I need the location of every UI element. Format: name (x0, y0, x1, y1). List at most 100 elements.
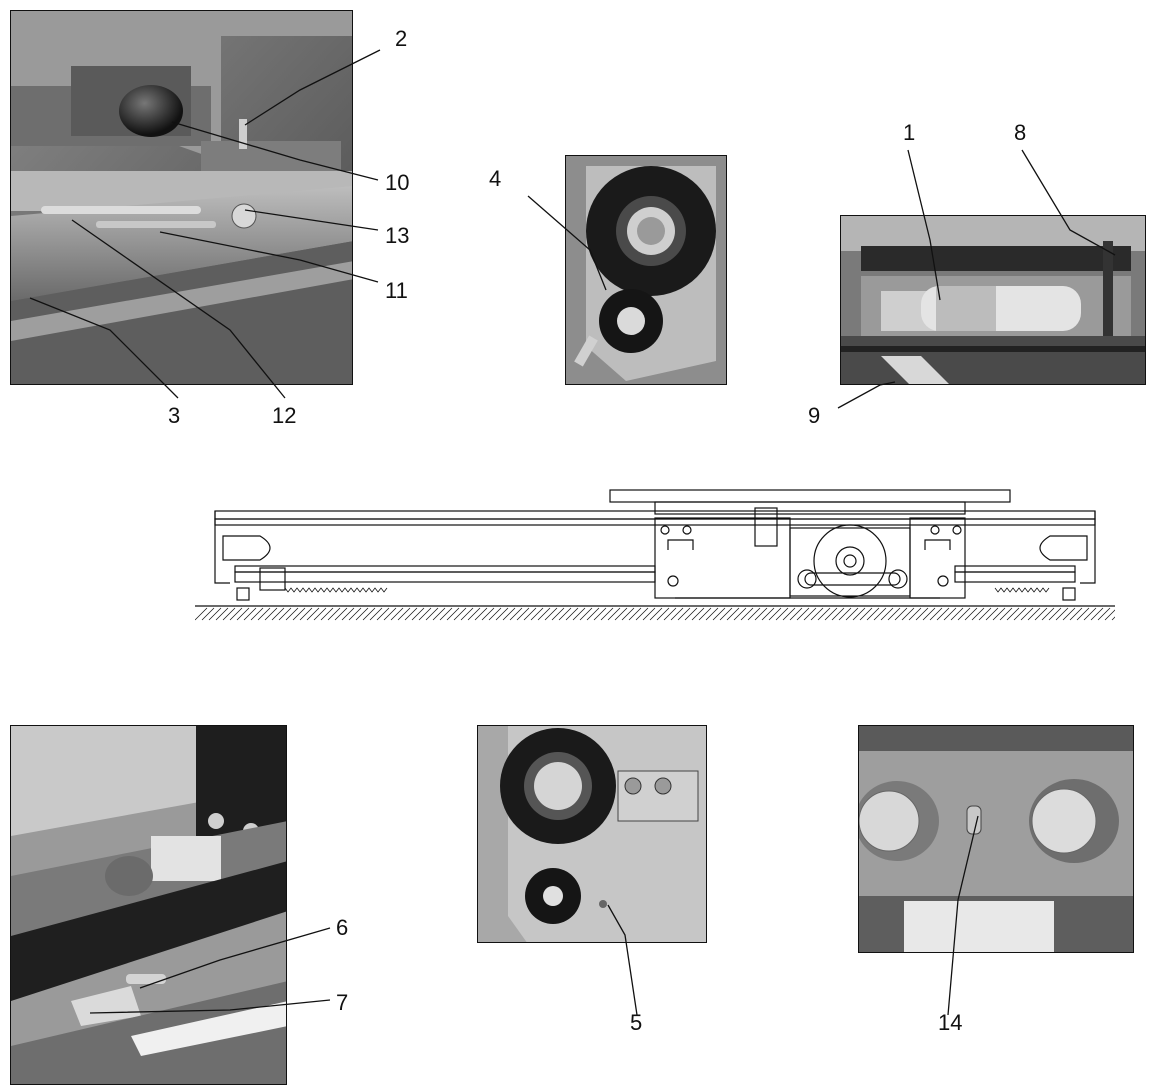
ground-hatch-line (992, 607, 1006, 621)
ground-hatch-line (1111, 616, 1115, 621)
ground-hatch-line (957, 607, 971, 621)
ground-hatch-line (971, 607, 985, 621)
ground-hatch-line (334, 607, 348, 621)
leader-5 (607, 904, 638, 1016)
ground-hatch-line (530, 607, 544, 621)
leader-8 (1021, 149, 1116, 256)
ground-hatch-line (397, 607, 411, 621)
ground-hatch-line (285, 607, 299, 621)
ground-hatch-line (796, 607, 810, 621)
ground-hatch-line (537, 607, 551, 621)
ground-hatch-line (222, 607, 236, 621)
ground-hatch-line (411, 607, 425, 621)
ground-hatch-line (1097, 607, 1111, 621)
ground-hatch-line (824, 607, 838, 621)
ground-hatch-line (432, 607, 446, 621)
ground-hatch-line (614, 607, 628, 621)
ground-hatch-line (474, 607, 488, 621)
callout-8: 8 (1014, 120, 1027, 145)
ground-hatch-line (922, 607, 936, 621)
ground-hatch-line (488, 607, 502, 621)
ground-hatch-line (859, 607, 873, 621)
ground-hatch-line (985, 607, 999, 621)
ground-hatch-line (292, 607, 306, 621)
ground-hatch-line (656, 607, 670, 621)
ground-hatch-line (999, 607, 1013, 621)
ground-hatch-line (481, 607, 495, 621)
ground-hatch-line (684, 607, 698, 621)
leader-13 (244, 209, 379, 231)
callout-4: 4 (489, 166, 502, 191)
photo-rack-detail (10, 725, 287, 1085)
ground-hatch-line (306, 607, 320, 621)
ground-hatch-line (789, 607, 803, 621)
ground-hatch-line (1013, 607, 1027, 621)
leader-2 (244, 49, 381, 126)
ground-hatch-line (600, 607, 614, 621)
callout-3: 3 (168, 403, 181, 428)
ground-hatch-line (747, 607, 761, 621)
ground-hatch-line (978, 607, 992, 621)
ground-hatch-line (705, 607, 719, 621)
ground-hatch-line (558, 607, 572, 621)
ground-hatch-line (712, 607, 726, 621)
ground-hatch-line (901, 607, 915, 621)
ground-hatch-line (803, 607, 817, 621)
ground-hatch-line (782, 607, 796, 621)
ground-hatch-line (523, 607, 537, 621)
callout-2: 2 (395, 26, 408, 51)
ground-hatch-line (1048, 607, 1062, 621)
leader-11 (159, 231, 379, 283)
ground-hatch-line (215, 607, 229, 621)
ground-hatch-line (327, 607, 341, 621)
ground-hatch-line (453, 607, 467, 621)
ground-hatch-line (950, 607, 964, 621)
ground-hatch-line (719, 607, 733, 621)
ground-hatch-line (866, 607, 880, 621)
ground-hatch-line (698, 607, 712, 621)
ground-hatch-line (586, 607, 600, 621)
callout-7: 7 (336, 990, 349, 1015)
ground-hatch-line (348, 607, 362, 621)
ground-hatch-line (1076, 607, 1090, 621)
ground-hatch-line (299, 607, 313, 621)
ground-hatch-line (775, 607, 789, 621)
ground-hatch-line (929, 607, 943, 621)
callout-10: 10 (385, 170, 410, 195)
ground-hatch-line (446, 607, 460, 621)
leader-10 (171, 121, 379, 181)
ground-hatch-line (649, 607, 663, 621)
ground-hatch-line (1090, 607, 1104, 621)
ground-hatch-line (663, 607, 677, 621)
ground-hatch-line (229, 607, 243, 621)
callout-11: 11 (385, 278, 408, 303)
ground-hatch-line (495, 607, 509, 621)
callout-6: 6 (336, 915, 349, 940)
ground-hatch-line (964, 607, 978, 621)
ground-hatch-line (467, 607, 481, 621)
ground-hatch-line (439, 607, 453, 621)
ground-hatch-line (873, 607, 887, 621)
leader-9 (837, 381, 896, 409)
callout-5: 5 (630, 1010, 643, 1035)
ground-hatch-line (1083, 607, 1097, 621)
ground-hatch-line (908, 607, 922, 621)
ground-hatch-line (677, 607, 691, 621)
leader-6 (139, 927, 331, 989)
ground-hatch-line (313, 607, 327, 621)
leader-14 (947, 815, 979, 1016)
side-elevation-drawing (195, 489, 1115, 621)
photo-wheel-assembly (565, 155, 727, 385)
ground-hatch-line (838, 607, 852, 621)
leader-7 (89, 999, 331, 1014)
ground-hatch-line (425, 607, 439, 621)
ground-hatch-line (1027, 607, 1041, 621)
ground-hatch-line (208, 607, 222, 621)
ground-hatch-line (607, 607, 621, 621)
ground-hatch-line (460, 607, 474, 621)
ground-hatch-line (670, 607, 684, 621)
ground-hatch-line (355, 607, 369, 621)
ground-hatch-line (621, 607, 635, 621)
ground-hatch-line (761, 607, 775, 621)
ground-hatch-line (418, 607, 432, 621)
